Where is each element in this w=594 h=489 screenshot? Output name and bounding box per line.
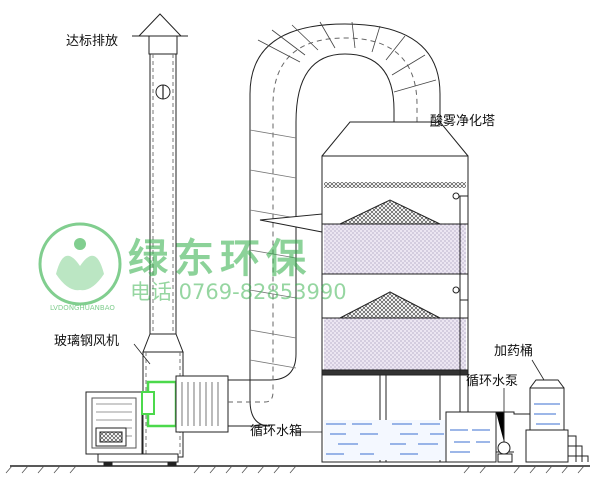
- damper-icon: [155, 84, 171, 100]
- circulation-tank: [445, 411, 514, 463]
- label-pump: 循环水泵: [466, 374, 519, 389]
- label-dosing: 加药桶: [494, 344, 534, 359]
- ground: [5, 465, 590, 474]
- label-stack: 达标排放: [66, 34, 119, 49]
- leader-lines: [133, 125, 545, 433]
- dosing-barrel: [504, 379, 589, 463]
- air-duct: [228, 21, 441, 427]
- watermark-brand: 绿东环保: [128, 236, 312, 282]
- watermark-phone: 电话 0769-82853990: [130, 280, 347, 304]
- scrubber-tower: [321, 121, 469, 463]
- label-fan: 玻璃钢风机: [54, 334, 120, 349]
- leaf-logo-icon: [38, 222, 122, 306]
- fan-assembly: [85, 375, 229, 467]
- watermark-logo-text: LVDONGHUANBAO: [50, 304, 115, 312]
- label-tower: 酸雾净化塔: [430, 114, 496, 129]
- label-tank: 循环水箱: [250, 424, 303, 439]
